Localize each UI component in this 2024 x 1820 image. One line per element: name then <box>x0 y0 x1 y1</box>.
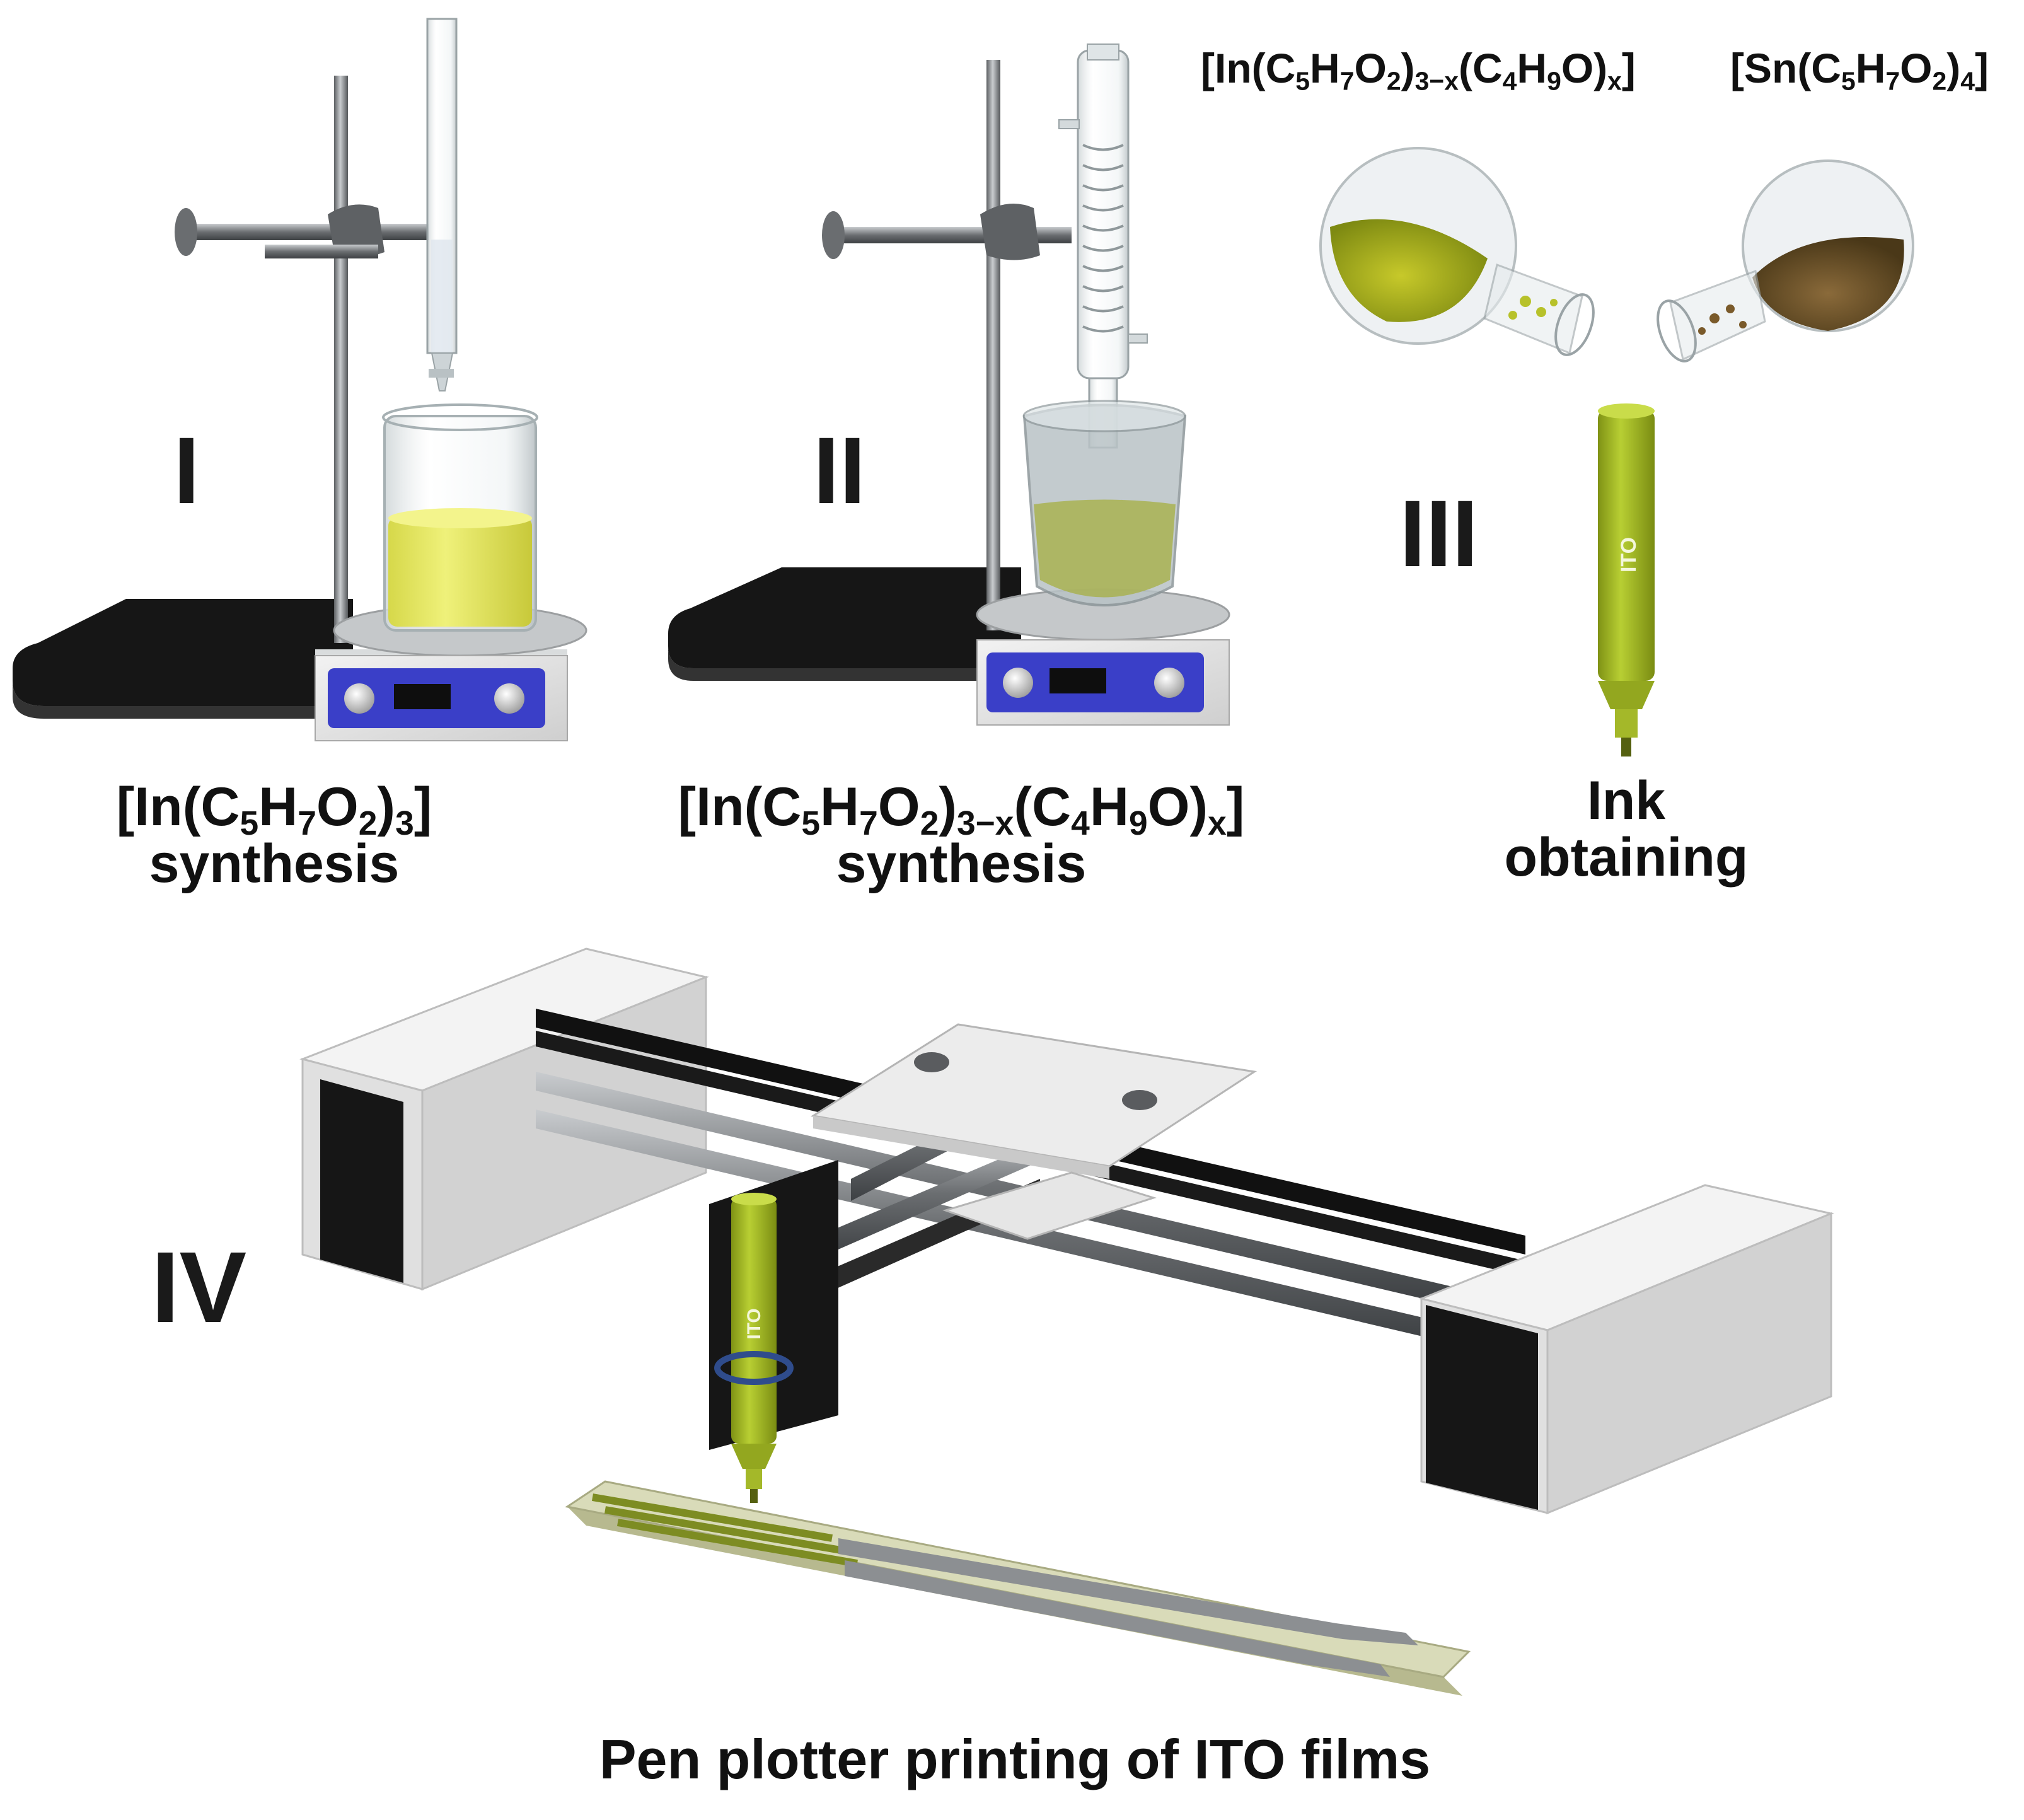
formula-in-mixed-top: [In(C5H7O2)3−x(C4H9O)x] <box>1201 45 1636 96</box>
caption-step-iii-line2: obtaining <box>1504 827 1749 888</box>
clamp-arm-i <box>183 224 429 240</box>
step-numeral-i: I <box>173 417 200 523</box>
condenser-coil-ii <box>1082 144 1124 333</box>
plotter-carriage-plate-edge <box>813 1116 1109 1179</box>
step-ii-apparatus <box>668 43 1230 726</box>
stirrer-knob-ii-left <box>1003 668 1033 698</box>
printed-ito-lines <box>591 1493 859 1567</box>
plotter-right-block-side <box>1546 1212 1832 1515</box>
caption-step-i-formula: [In(C5H7O2)3] <box>116 777 432 842</box>
step-iii-apparatus <box>1319 147 1914 756</box>
pen-label-step-iii: ITO <box>1617 537 1641 572</box>
pen-label-step-iv: ITO <box>744 1308 765 1339</box>
plotter-screw-2 <box>1122 1090 1157 1110</box>
sensor-electrodes <box>838 1538 1418 1677</box>
caption-step-iii-line1: Ink <box>1587 770 1666 831</box>
plotter-ito-pen <box>714 1193 794 1503</box>
step-i-apparatus <box>13 18 587 741</box>
condenser-inlet-ii <box>1058 119 1080 129</box>
stirrer-knob-i-left <box>344 683 374 714</box>
flask-sn-precursor <box>1657 159 1914 362</box>
plotter-left-motor <box>320 1079 403 1283</box>
ito-ink-pen <box>1598 403 1655 756</box>
water-bath-solution-ii <box>1034 499 1176 598</box>
plotter-rail-top <box>536 1072 1450 1305</box>
stand-rod-ii <box>986 60 1000 630</box>
pen-clamp-ring <box>714 1351 794 1385</box>
caption-step-iii: Ink obtaining <box>1450 772 1803 886</box>
caption-step-ii-formula: [In(C5H7O2)3−x(C4H9O)x] <box>678 777 1245 842</box>
stand-base-ii-edge <box>668 646 1021 681</box>
stirrer-display-i <box>394 684 451 709</box>
caption-step-i-text: synthesis <box>149 833 400 895</box>
condenser-outer-ii <box>1077 49 1130 380</box>
stand-base-ii <box>668 567 1021 668</box>
stirrer-knob-ii-right <box>1154 668 1184 698</box>
step-numeral-iii: III <box>1399 480 1479 586</box>
beaker-solution-i <box>388 517 532 627</box>
beaker-rim-i <box>382 403 538 431</box>
stirrer-display-ii <box>1050 668 1106 693</box>
plotter-screw-1 <box>914 1052 949 1072</box>
formula-sn-top: [Sn(C5H7O2)4] <box>1730 45 1989 96</box>
plotter-lower-plate <box>942 1171 1157 1240</box>
clamp-arm-i-2 <box>265 245 378 258</box>
plotter-carriage-plate <box>810 1023 1258 1168</box>
caption-step-iv: Pen plotter printing of ITO films <box>599 1728 1431 1790</box>
condenser-top-ii <box>1087 43 1119 61</box>
flask-in-precursor <box>1319 147 1595 356</box>
burette-liquid-i <box>431 240 453 353</box>
step-numeral-ii: II <box>813 417 866 523</box>
stirrer-knob-i-right <box>494 683 524 714</box>
stopcock-i <box>429 369 454 378</box>
plotter-right-motor <box>1426 1305 1538 1510</box>
caption-step-ii-text: synthesis <box>836 833 1087 895</box>
clamp-knob-i <box>175 208 197 256</box>
clamp-knob-ii <box>822 211 845 259</box>
condenser-outlet-ii <box>1128 333 1148 344</box>
caption-step-i: [In(C5H7O2)3] synthesis <box>69 779 479 893</box>
pen-plotter <box>299 948 1834 1696</box>
stand-rod-i <box>334 76 348 643</box>
clamp-boss-ii <box>980 203 1040 260</box>
step-numeral-iv: IV <box>151 1231 247 1343</box>
caption-step-ii: [In(C5H7O2)3−x(C4H9O)x] synthesis <box>605 779 1317 893</box>
water-bath-rim-ii <box>1022 400 1186 432</box>
stand-base-i <box>13 599 353 706</box>
clamp-boss-i <box>328 204 385 257</box>
beaker-solution-surface-i <box>388 508 532 528</box>
stand-base-i-edge <box>13 681 353 719</box>
